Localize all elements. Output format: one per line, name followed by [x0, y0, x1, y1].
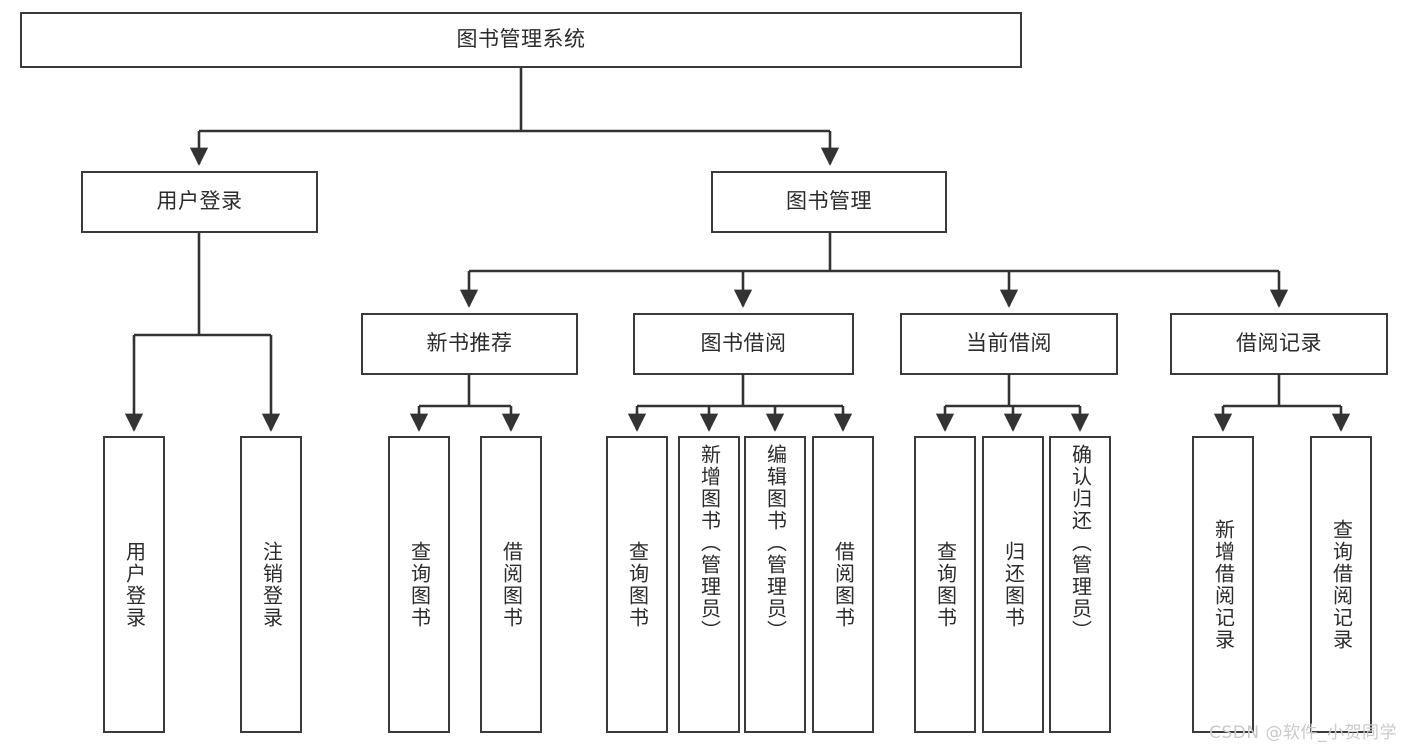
- leaf-current-borrow-return-book[interactable]: 归还图书: [982, 436, 1044, 733]
- leaf-borrow-record-query-record[interactable]: 查询借阅记录: [1310, 436, 1372, 733]
- node-label: 查询图书: [933, 540, 958, 629]
- node-label: 用户登录: [156, 189, 243, 214]
- node-new-book-recommend[interactable]: 新书推荐: [361, 313, 578, 375]
- node-label: 借阅图书: [499, 540, 524, 629]
- leaf-book-borrow-query-book[interactable]: 查询图书: [606, 436, 668, 733]
- leaf-book-borrow-edit-book-admin[interactable]: 编辑图书（管理员）: [744, 436, 806, 733]
- leaf-current-borrow-confirm-return-admin[interactable]: 确认归还（管理员）: [1049, 436, 1111, 733]
- node-label: 确认归还（管理员）: [1068, 444, 1093, 642]
- node-label: 借阅图书: [831, 540, 856, 629]
- node-root-book-management-system[interactable]: 图书管理系统: [20, 12, 1022, 68]
- node-label: 新书推荐: [426, 331, 513, 356]
- leaf-book-borrow-borrow-book[interactable]: 借阅图书: [812, 436, 874, 733]
- node-label: 用户登录: [122, 540, 147, 629]
- node-label: 新增借阅记录: [1211, 518, 1236, 651]
- node-label: 注销登录: [259, 540, 284, 629]
- node-label: 编辑图书（管理员）: [763, 444, 788, 642]
- node-current-borrow[interactable]: 当前借阅: [900, 313, 1118, 375]
- node-label: 当前借阅: [966, 331, 1052, 356]
- leaf-borrow-record-add-record[interactable]: 新增借阅记录: [1192, 436, 1254, 733]
- node-label: 查询图书: [625, 540, 650, 629]
- node-label: 图书管理: [786, 189, 872, 214]
- node-user-login[interactable]: 用户登录: [81, 171, 318, 233]
- node-label: 借阅记录: [1236, 331, 1322, 356]
- node-book-management[interactable]: 图书管理: [711, 171, 947, 233]
- leaf-book-borrow-add-book-admin[interactable]: 新增图书（管理员）: [678, 436, 740, 733]
- leaf-current-borrow-query-book[interactable]: 查询图书: [914, 436, 976, 733]
- node-label: 新增图书（管理员）: [697, 444, 722, 642]
- leaf-user-login-signout[interactable]: 注销登录: [240, 436, 302, 733]
- node-book-borrow[interactable]: 图书借阅: [633, 313, 854, 375]
- node-label: 图书管理系统: [456, 27, 586, 52]
- leaf-new-book-query-book[interactable]: 查询图书: [388, 436, 450, 733]
- node-borrow-record[interactable]: 借阅记录: [1170, 313, 1388, 375]
- leaf-user-login-signin[interactable]: 用户登录: [103, 436, 165, 733]
- leaf-new-book-borrow-book[interactable]: 借阅图书: [480, 436, 542, 733]
- node-label: 图书借阅: [700, 331, 787, 356]
- node-label: 查询图书: [407, 540, 432, 629]
- node-label: 查询借阅记录: [1329, 518, 1354, 651]
- node-label: 归还图书: [1001, 540, 1026, 629]
